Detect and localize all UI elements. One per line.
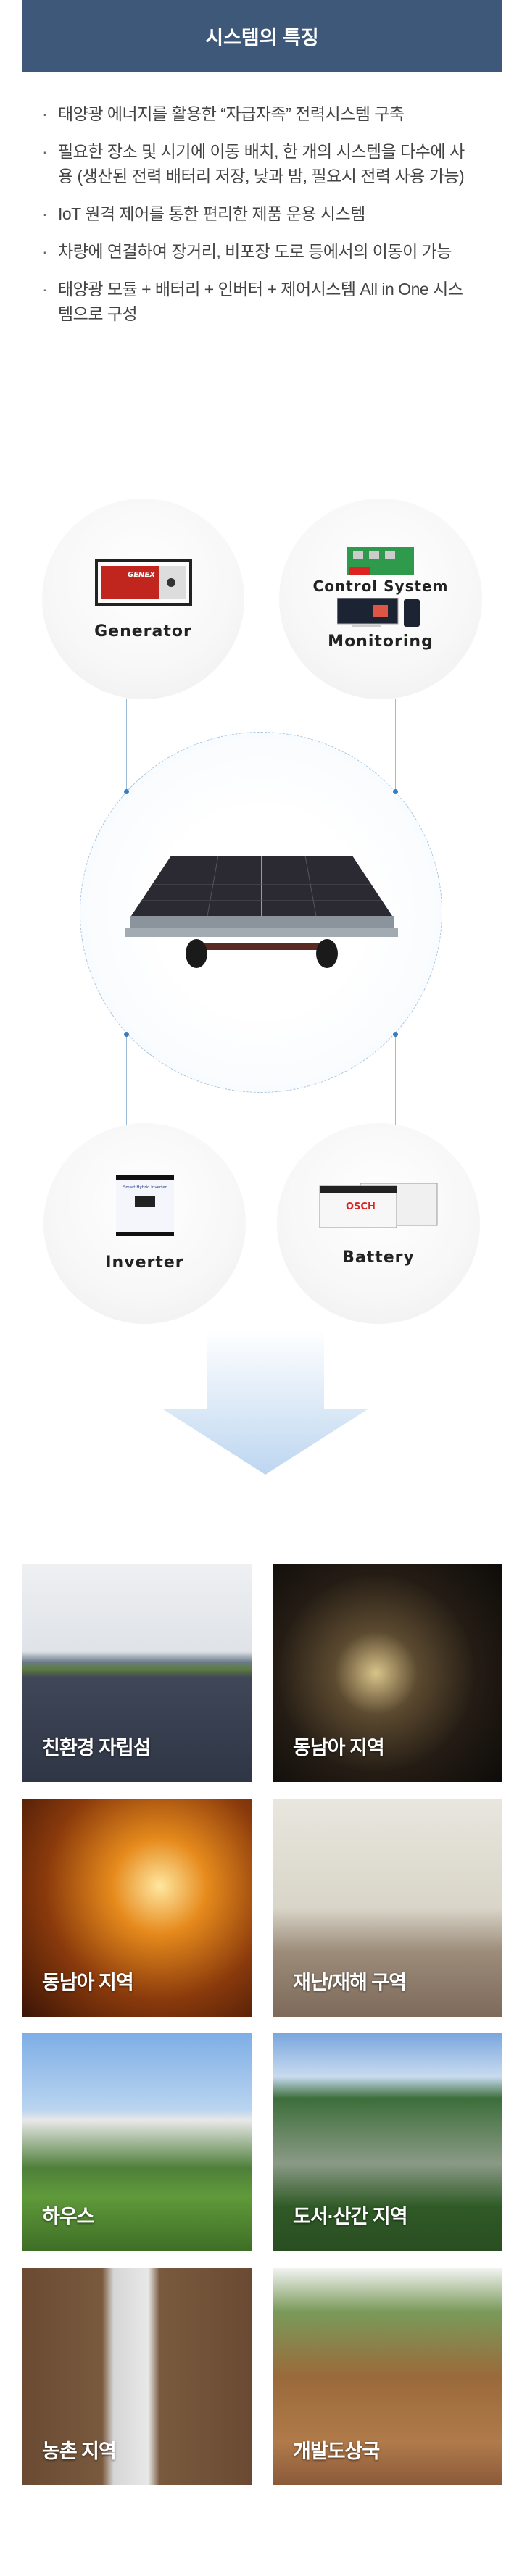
- generator-label: Generator: [94, 622, 192, 641]
- solar-trailer-circle: [80, 732, 442, 1093]
- application-caption: 동남아 지역: [42, 1972, 134, 1993]
- feature-item: 필요한 장소 및 시기에 이동 배치, 한 개의 시스템을 다수에 사용 (생산…: [41, 139, 476, 188]
- battery-icon: OSCH: [319, 1183, 438, 1228]
- battery-label: Battery: [342, 1249, 415, 1267]
- application-photo: 재난/재해 구역: [273, 1799, 502, 2017]
- feature-item: 태양광 모듈 + 배터리 + 인버터 + 제어시스템 All in One 시스…: [41, 277, 476, 326]
- application-photo: 친환경 자립섬: [22, 1564, 252, 1782]
- monitoring-screen-icon: [337, 598, 420, 627]
- connector-dot: [393, 789, 398, 794]
- connector-dot: [124, 1032, 129, 1037]
- connector-line: [126, 699, 127, 791]
- application-caption: 하우스: [42, 2206, 95, 2227]
- feature-item: IoT 원격 제어를 통한 편리한 제품 운용 시스템: [41, 201, 476, 226]
- application-photo: 농촌 지역: [22, 2268, 252, 2485]
- circuit-board-icon: [347, 547, 414, 575]
- monitoring-label: Monitoring: [328, 633, 434, 651]
- inverter-product-text: Smart Hybrid Inverter: [123, 1185, 167, 1190]
- application-caption: 재난/재해 구역: [293, 1972, 407, 1993]
- application-caption: 개발도상국: [293, 2440, 380, 2462]
- application-photo: 동남아 지역: [273, 1564, 502, 1782]
- connector-dot: [393, 1032, 398, 1037]
- battery-circle: OSCH Battery: [277, 1123, 480, 1324]
- control-monitoring-circle: Control System Monitoring: [279, 499, 482, 699]
- application-caption: 도서·산간 지역: [293, 2206, 408, 2227]
- connector-line: [395, 1034, 396, 1125]
- solar-trailer-image: [125, 855, 398, 968]
- application-caption: 농촌 지역: [42, 2440, 117, 2462]
- inverter-label: Inverter: [105, 1254, 184, 1272]
- application-caption: 친환경 자립섬: [42, 1737, 152, 1759]
- generator-circle: GENEX Generator: [42, 499, 244, 699]
- application-photo: 동남아 지역: [22, 1799, 252, 2017]
- connector-dot: [124, 789, 129, 794]
- generator-icon: GENEX: [94, 559, 192, 606]
- feature-item: 차량에 연결하여 장거리, 비포장 도로 등에서의 이동이 가능: [41, 239, 476, 264]
- inverter-circle: Smart Hybrid Inverter Inverter: [44, 1123, 246, 1324]
- battery-brand: OSCH: [346, 1201, 376, 1212]
- connector-line: [395, 699, 396, 791]
- control-system-label: Control System: [312, 578, 449, 595]
- application-photo: 개발도상국: [273, 2268, 502, 2485]
- application-photo: 도서·산간 지역: [273, 2033, 502, 2251]
- section-title: 시스템의 특징: [22, 0, 502, 72]
- application-caption: 동남아 지역: [293, 1737, 385, 1759]
- down-arrow-icon: [163, 1330, 368, 1475]
- feature-list: 태양광 에너지를 활용한 “자급자족” 전력시스템 구축 필요한 장소 및 시기…: [41, 101, 476, 339]
- application-photo: 하우스: [22, 2033, 252, 2251]
- connector-line: [126, 1034, 127, 1125]
- inverter-icon: Smart Hybrid Inverter: [115, 1175, 174, 1236]
- section-title-text: 시스템의 특징: [205, 27, 319, 49]
- feature-item: 태양광 에너지를 활용한 “자급자족” 전력시스템 구축: [41, 101, 476, 126]
- generator-brand: GENEX: [128, 571, 156, 579]
